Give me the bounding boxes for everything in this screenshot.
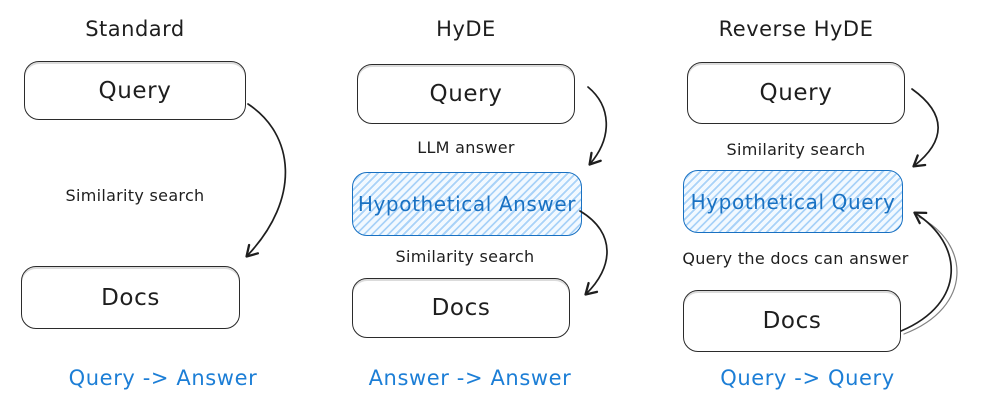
- arrow-docs-to-hypothetical-query-sketch-line: [903, 216, 958, 335]
- edge-label-llm-answer: LLM answer: [417, 138, 515, 157]
- node-docs-standard-label: Docs: [101, 284, 160, 311]
- node-query-reverse-hyde: Query: [687, 62, 905, 124]
- panel-title-hyde: HyDE: [436, 17, 496, 41]
- summary-hyde: Answer -> Answer: [368, 366, 572, 390]
- edge-label-query-docs-can-answer: Query the docs can answer: [682, 249, 909, 268]
- node-query-standard-label: Query: [98, 77, 172, 104]
- arrow-query-to-hypothetical-answer: [587, 86, 608, 166]
- node-query-standard: Query: [24, 61, 246, 120]
- node-docs-reverse-hyde-label: Docs: [762, 308, 822, 334]
- summary-reverse-hyde: Query -> Query: [720, 366, 895, 390]
- edge-label-similarity-search-hyde: Similarity search: [395, 247, 535, 266]
- edge-label-similarity-search-reverse: Similarity search: [726, 140, 866, 159]
- edge-label-similarity-search-standard: Similarity search: [65, 186, 205, 205]
- summary-standard: Query -> Answer: [68, 366, 258, 390]
- node-docs-reverse-hyde: Docs: [683, 290, 901, 352]
- node-hypothetical-query: Hypothetical Query: [683, 170, 903, 233]
- node-query-hyde-label: Query: [429, 81, 503, 107]
- node-hypothetical-answer-label: Hypothetical Answer: [357, 192, 577, 216]
- arrow-query-to-docs-standard: [245, 103, 287, 258]
- node-query-reverse-hyde-label: Query: [759, 80, 833, 106]
- panel-title-standard: Standard: [85, 17, 185, 41]
- arrow-hypothetical-answer-to-docs: [579, 210, 608, 296]
- node-docs-hyde: Docs: [352, 278, 570, 338]
- arrow-docs-to-hypothetical-query: [900, 211, 952, 332]
- node-docs-standard: Docs: [21, 266, 240, 329]
- node-docs-hyde-label: Docs: [431, 295, 491, 321]
- panel-title-reverse-hyde: Reverse HyDE: [718, 17, 874, 41]
- arrow-query-to-hypothetical-query: [911, 88, 939, 168]
- node-hypothetical-answer: Hypothetical Answer: [352, 172, 582, 236]
- node-query-hyde: Query: [357, 64, 575, 124]
- node-hypothetical-query-label: Hypothetical Query: [690, 189, 896, 214]
